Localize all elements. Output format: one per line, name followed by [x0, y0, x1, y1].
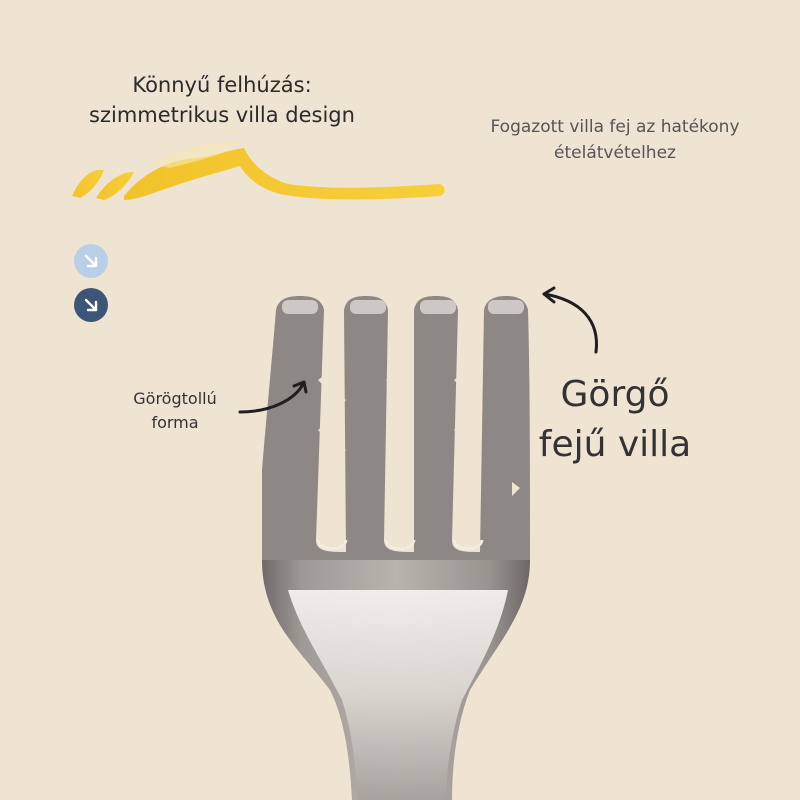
roller-head-fork-callout: Görgő fejű villa — [538, 374, 692, 465]
easy-pull-callout: Könnyű felhúzás: szimmetrikus villa desi… — [89, 73, 355, 127]
arrow-down-right-icon — [84, 298, 98, 312]
brush-stroke-decoration — [72, 141, 445, 200]
serrated-head-callout: Fogazott villa fej az hatékony ételátvét… — [490, 117, 740, 163]
dark-blue-dot — [74, 288, 108, 322]
feather-shape-callout: Görögtollú forma — [133, 389, 217, 432]
callout-arrow-left — [238, 380, 306, 414]
arrow-down-right-icon — [84, 254, 98, 268]
callout-arrow-right — [542, 292, 598, 354]
fork — [262, 296, 530, 800]
light-blue-dot — [74, 244, 108, 278]
